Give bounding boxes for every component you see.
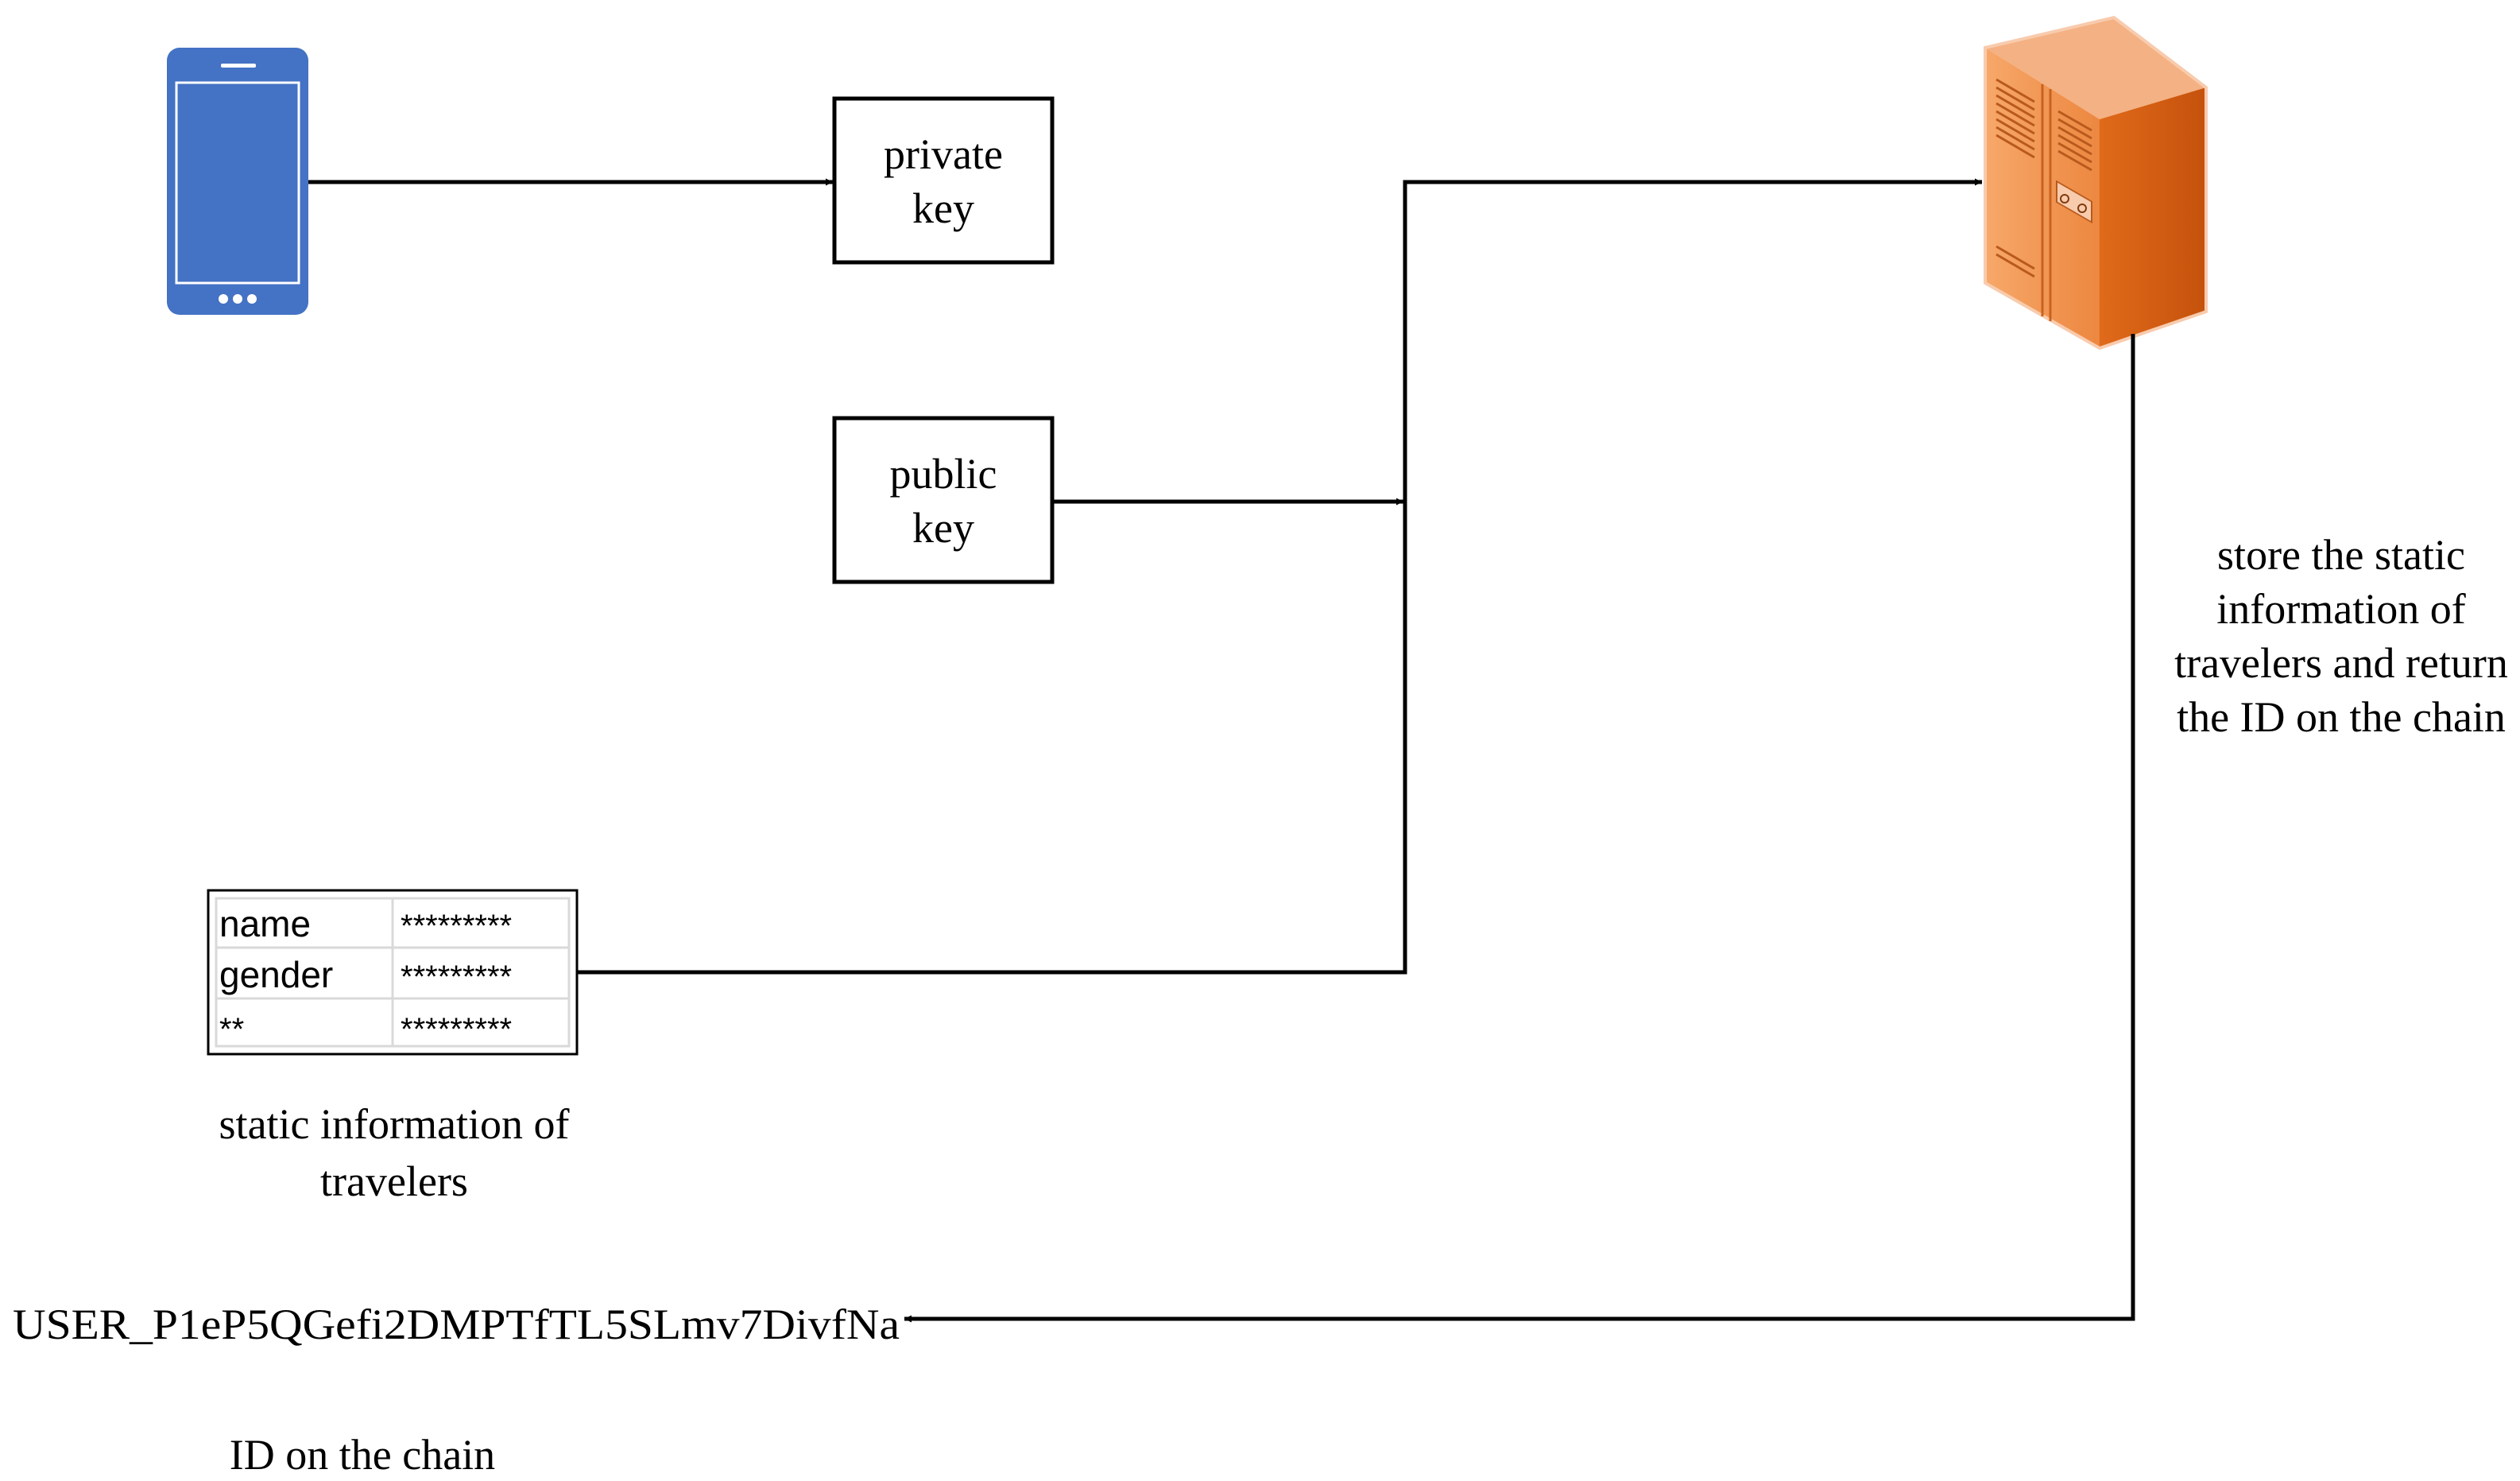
- store-caption: store the static information of traveler…: [2174, 531, 2508, 741]
- private-key-box: private key: [832, 96, 1055, 265]
- static-info-table: name ********* gender ********* ** *****…: [207, 889, 579, 1056]
- table-field-other: **: [219, 1012, 244, 1047]
- store-caption-line-1: store the static: [2217, 531, 2465, 579]
- store-caption-line-3: travelers and return: [2174, 639, 2508, 687]
- table-to-server-path: [577, 178, 1982, 975]
- connectors: [308, 178, 2135, 1323]
- mobile-phone-icon: [167, 48, 308, 315]
- table-value-name: *********: [401, 909, 512, 944]
- public-key-line-2: key: [912, 504, 974, 552]
- static-info-caption: static information of travelers: [219, 1100, 570, 1205]
- static-info-caption-line-2: travelers: [320, 1157, 468, 1205]
- server-icon: [1984, 15, 2208, 351]
- public-key-box: public key: [832, 416, 1055, 584]
- table-field-name: name: [219, 903, 311, 944]
- private-key-line-1: private: [884, 130, 1003, 178]
- table-value-gender: *********: [401, 960, 512, 994]
- private-key-line-2: key: [912, 184, 974, 232]
- server-to-id-return-path: [904, 334, 2135, 1323]
- table-value-other: *********: [401, 1012, 512, 1047]
- table-field-gender: gender: [219, 954, 333, 995]
- public-key-line-1: public: [890, 450, 997, 498]
- static-info-caption-line-1: static information of: [219, 1100, 570, 1148]
- store-caption-line-2: information of: [2216, 585, 2465, 633]
- chain-id-value: USER_P1eP5QGefi2DMPTfTL5SLmv7DivfNa: [13, 1301, 900, 1348]
- chain-id-label: ID on the chain: [230, 1431, 495, 1479]
- store-caption-line-4: the ID on the chain: [2177, 693, 2506, 741]
